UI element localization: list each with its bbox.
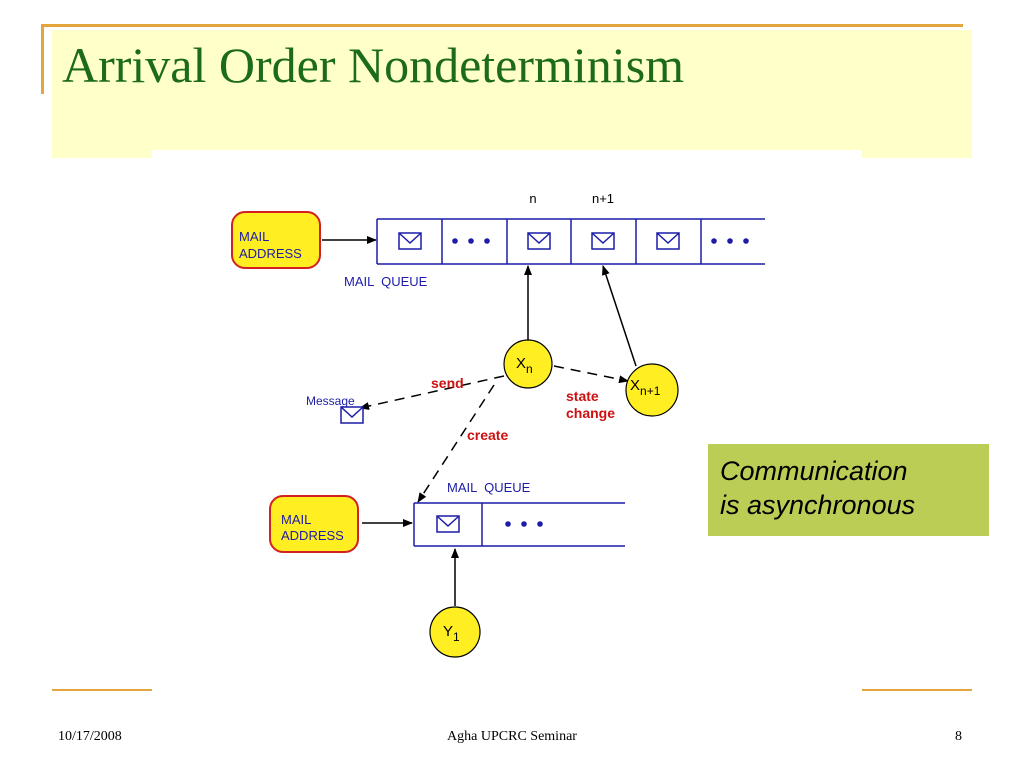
message-envelope-icon (340, 406, 364, 424)
actor-xn-sub: n (526, 362, 533, 376)
actor-xn1-base: X (630, 377, 640, 394)
queue-envelope-icon (436, 515, 460, 533)
actor-xn-plus-1: Xn+1 (625, 363, 679, 417)
bottom-mail-address-line2: ADDRESS (281, 528, 344, 543)
top-left-vertical-rule (41, 24, 44, 94)
xn1-to-slot-n1-arrow (602, 265, 637, 367)
bottom-queue-label: MAIL QUEUE (447, 480, 531, 495)
svg-text:Y1: Y1 (443, 623, 460, 644)
queue-envelope-icon (656, 232, 680, 250)
actor-xn1-sub: n+1 (640, 384, 661, 398)
send-arrow (359, 375, 505, 410)
slot-label-n: n (529, 191, 536, 206)
state-change-arrow (553, 365, 629, 384)
footer-date: 10/17/2008 (58, 729, 122, 744)
send-label: send (431, 375, 464, 391)
bottom-right-rule (862, 689, 972, 691)
slot-label-n-plus-1: n+1 (592, 191, 614, 206)
ellipsis-icon (711, 238, 749, 244)
actor-y1-sub: 1 (453, 630, 460, 644)
actor-y1-base: Y (443, 623, 453, 640)
create-label: create (467, 427, 508, 443)
ellipsis-icon (452, 238, 490, 244)
bottom-mail-address-line1: MAIL (281, 512, 311, 527)
create-arrow (417, 384, 495, 503)
top-rule (41, 24, 963, 27)
callout-box: Communication is asynchronous (708, 444, 989, 536)
callout-line-1: Communication (720, 456, 908, 486)
state-change-line1: state (566, 388, 599, 404)
footer-page-number: 8 (955, 729, 962, 744)
actor-xn: Xn (503, 339, 553, 389)
top-mail-address-line2: ADDRESS (239, 246, 302, 261)
slide-title: Arrival Order Nondeterminism (62, 37, 685, 93)
queue-envelope-icon (527, 232, 551, 250)
top-mail-address-line1: MAIL (239, 229, 269, 244)
actor-y1: Y1 (429, 606, 481, 658)
queue-envelope-icon (398, 232, 422, 250)
title-band (52, 30, 972, 158)
svg-text:Xn+1: Xn+1 (630, 377, 661, 398)
queue-envelope-icon (591, 232, 615, 250)
message-label: Message (306, 394, 355, 408)
top-mail-queue (376, 218, 765, 265)
bottom-mail-queue (413, 502, 625, 547)
ellipsis-icon (505, 521, 543, 527)
svg-text:Xn: Xn (516, 355, 533, 376)
callout-line-2: is asynchronous (720, 490, 916, 520)
state-change-line2: change (566, 405, 615, 421)
top-mail-address: MAIL ADDRESS (231, 211, 321, 269)
footer-center-text: Agha UPCRC Seminar (447, 729, 577, 744)
bottom-mail-address: MAIL ADDRESS (269, 495, 359, 553)
actor-xn-base: X (516, 355, 526, 372)
bottom-left-rule (52, 689, 152, 691)
top-queue-label: MAIL QUEUE (344, 274, 428, 289)
title-band-edge (152, 150, 862, 162)
